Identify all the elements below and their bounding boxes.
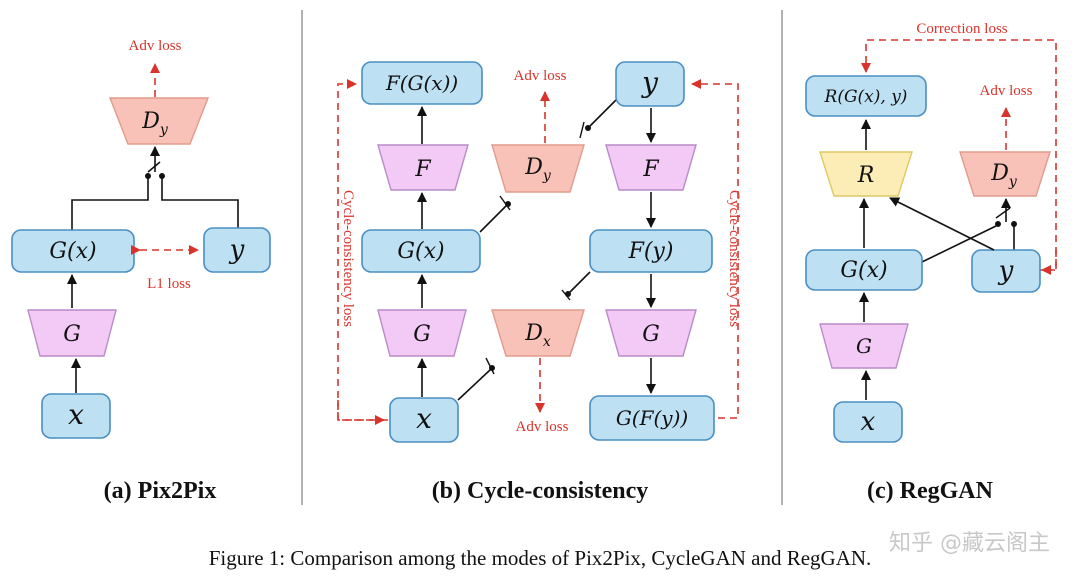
fy-node bbox=[589, 229, 713, 273]
g-label-c: G bbox=[856, 334, 872, 358]
panel-pix2pix: Dy Adv loss G(x) y L1 loss G x (a) Pix2P… bbox=[11, 38, 271, 504]
gfy-label: G(F(y)) bbox=[616, 406, 688, 430]
g-left-label: G bbox=[413, 322, 431, 347]
adv-loss-top-label: Adv loss bbox=[514, 68, 567, 84]
x-to-dx-switch bbox=[457, 369, 491, 401]
dy-label: Dy bbox=[141, 109, 169, 138]
dx-switch-lever-upper bbox=[561, 289, 571, 301]
dy-node-c bbox=[959, 151, 1051, 197]
y-node bbox=[203, 227, 271, 273]
dx-node-b bbox=[491, 309, 585, 357]
r-label: R bbox=[857, 163, 875, 188]
gx-label-b: G(x) bbox=[397, 239, 444, 264]
y-to-r-arrow bbox=[889, 197, 995, 251]
adv-loss-bottom-label: Adv loss bbox=[516, 419, 569, 435]
rgxy-node bbox=[805, 75, 927, 117]
gx-to-dy-line-c bbox=[921, 225, 997, 263]
switch-lever bbox=[147, 161, 161, 173]
adv-loss-label-c: Adv loss bbox=[980, 83, 1033, 99]
dy-label-b: Dy bbox=[524, 155, 552, 184]
panel-reggan: Correction loss R(G(x), y) R Dy Adv loss… bbox=[805, 21, 1057, 504]
dy-label-c: Dy bbox=[990, 161, 1018, 190]
rgxy-label: R(G(x), y) bbox=[824, 87, 908, 107]
dy-switch-lever-upper bbox=[579, 121, 585, 139]
f-left-node bbox=[377, 144, 469, 191]
panel-cycle-consistency: F(G(x)) F G(x) G x Cycle-consistency los… bbox=[337, 61, 742, 504]
gx-node-b bbox=[361, 229, 481, 273]
l1-loss-label: L1 loss bbox=[147, 276, 191, 292]
g-right-label: G bbox=[642, 322, 660, 347]
y-node-b bbox=[615, 61, 685, 107]
y-to-switch-line bbox=[161, 178, 239, 230]
y-to-dy-switch bbox=[589, 99, 617, 127]
dy-switch-lever-lower bbox=[499, 195, 511, 211]
correction-loss-arrow-to-y bbox=[1041, 250, 1057, 275]
x-node-b bbox=[389, 397, 459, 443]
dy-switch-dot-upper bbox=[585, 125, 591, 131]
gx-to-dy-switch bbox=[479, 205, 507, 233]
f-right-label: F bbox=[642, 157, 659, 182]
y-label-b: y bbox=[640, 66, 659, 99]
discriminator-dy-node bbox=[108, 97, 210, 145]
fy-label: F(y) bbox=[628, 239, 674, 264]
gx-label-c: G(x) bbox=[840, 258, 887, 283]
fgx-label: F(G(x)) bbox=[385, 71, 458, 95]
switch-contact-left bbox=[145, 173, 151, 179]
x-label-b: x bbox=[416, 402, 432, 435]
f-left-label: F bbox=[414, 157, 431, 182]
cycle-loss-right-label: Cycle-consistency loss bbox=[726, 190, 742, 327]
generator-g-node bbox=[27, 309, 117, 357]
y-label-c: y bbox=[998, 256, 1014, 286]
panel-c-title: (c) RegGAN bbox=[867, 478, 994, 504]
fy-to-dx-switch bbox=[569, 271, 591, 293]
correction-loss-label: Correction loss bbox=[916, 21, 1007, 37]
dx-label-b: Dx bbox=[524, 321, 551, 350]
watermark: 知乎 @藏云阁主 bbox=[889, 531, 1050, 556]
cycle-loss-right-path bbox=[691, 79, 739, 419]
switch-contact-right bbox=[159, 173, 165, 179]
dy-node-b bbox=[491, 144, 585, 193]
generator-g-node-c bbox=[819, 323, 909, 369]
x-label: x bbox=[68, 398, 84, 431]
switch-c-dot-left bbox=[995, 221, 1001, 227]
panel-b-title: (b) Cycle-consistency bbox=[432, 478, 649, 504]
cycle-loss-left-label: Cycle-consistency loss bbox=[340, 190, 356, 327]
fgx-node bbox=[361, 61, 483, 105]
x-label-c: x bbox=[861, 407, 876, 437]
gx-label: G(x) bbox=[49, 239, 96, 264]
x-node bbox=[41, 393, 111, 439]
figure-caption: Figure 1: Comparison among the modes of … bbox=[209, 546, 872, 570]
gfy-node bbox=[589, 395, 715, 441]
dx-switch-lever-lower bbox=[485, 357, 495, 375]
cycle-loss-left-path bbox=[337, 79, 388, 421]
g-right-node bbox=[605, 309, 697, 357]
gx-node-c bbox=[805, 249, 923, 291]
cycle-loss-left-arrow bbox=[337, 400, 385, 425]
adv-loss-label: Adv loss bbox=[129, 38, 182, 54]
y-label: y bbox=[229, 235, 245, 265]
x-node-c bbox=[833, 401, 903, 443]
switch-c-dot-right bbox=[1011, 221, 1017, 227]
g-label: G bbox=[63, 322, 81, 347]
panel-a-title: (a) Pix2Pix bbox=[104, 478, 217, 504]
g-left-node bbox=[377, 309, 467, 357]
y-node-c bbox=[971, 249, 1041, 293]
gx-to-switch-line bbox=[71, 178, 149, 230]
registration-r-node bbox=[819, 151, 913, 197]
f-right-node bbox=[605, 144, 697, 191]
switch-c-lever bbox=[995, 207, 1011, 219]
